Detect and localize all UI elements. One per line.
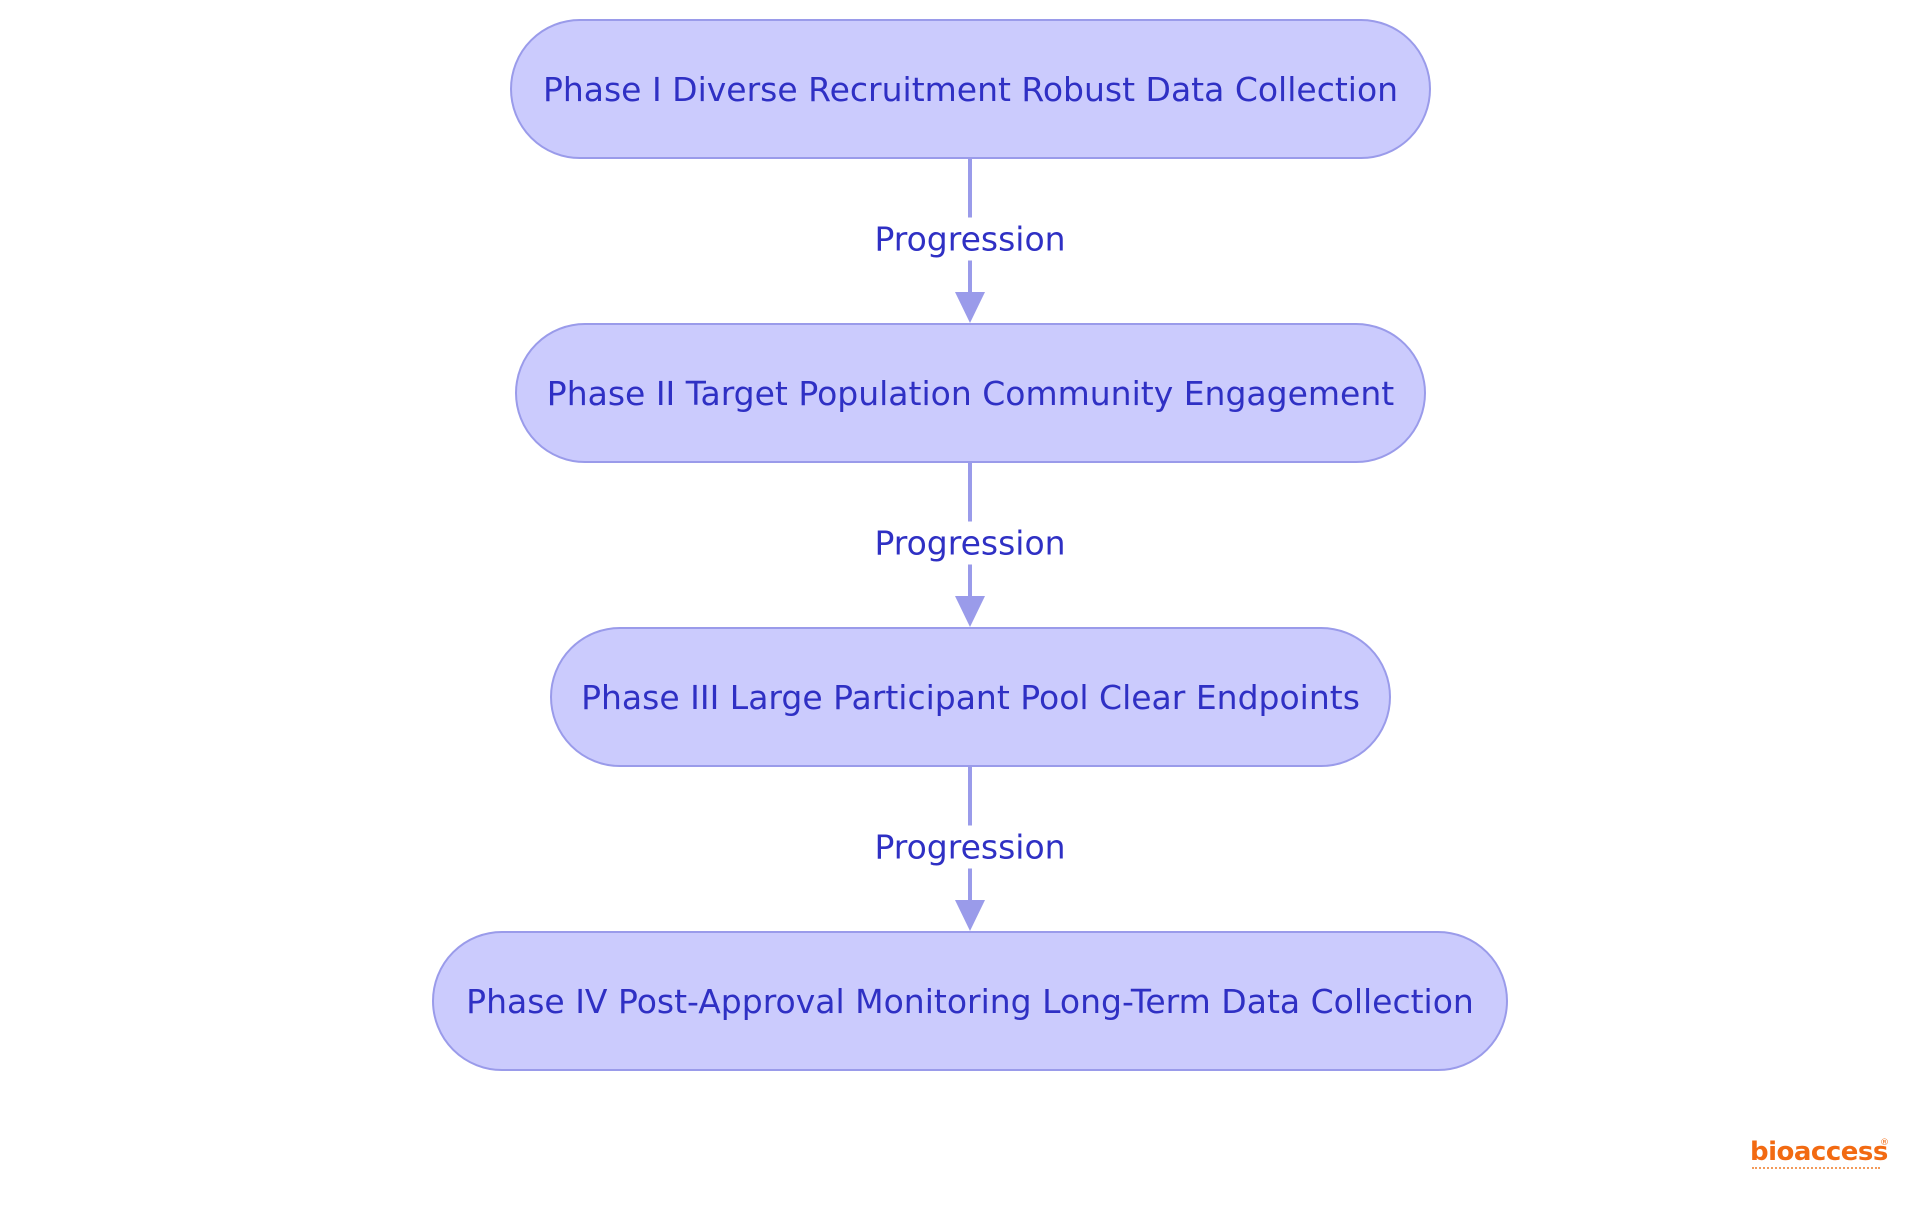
- bioaccess-logo: bioaccess ®: [1750, 1137, 1889, 1174]
- registered-mark: ®: [1880, 1138, 1889, 1148]
- logo-wordmark: bioaccess: [1750, 1137, 1888, 1167]
- logo-tagline-decoration: [1752, 1167, 1880, 1172]
- edge-label: Progression: [870, 217, 1070, 261]
- arrowhead-icon: [955, 596, 985, 627]
- edge-label: Progression: [870, 825, 1070, 869]
- node-label: Phase IV Post-Approval Monitoring Long-T…: [466, 981, 1474, 1021]
- node-label: Phase I Diverse Recruitment Robust Data …: [542, 69, 1399, 109]
- arrowhead-icon: [955, 900, 985, 931]
- node-phase-2: Phase II Target Population Community Eng…: [515, 323, 1426, 463]
- node-label: Phase III Large Participant Pool Clear E…: [581, 677, 1360, 717]
- node-phase-4: Phase IV Post-Approval Monitoring Long-T…: [432, 931, 1508, 1071]
- node-phase-1: Phase I Diverse Recruitment Robust Data …: [510, 19, 1431, 159]
- node-phase-3: Phase III Large Participant Pool Clear E…: [550, 627, 1391, 767]
- arrowhead-icon: [955, 292, 985, 323]
- node-label: Phase II Target Population Community Eng…: [546, 373, 1395, 413]
- edge-label: Progression: [870, 521, 1070, 565]
